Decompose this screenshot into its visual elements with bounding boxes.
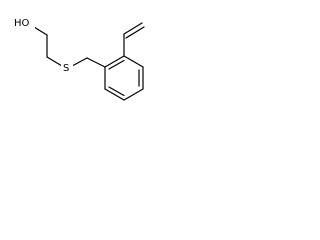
ring-double-inner-1 [108, 59, 125, 70]
ring-double-inner-3 [108, 86, 125, 97]
bond-o-c1 [33, 26, 48, 36]
structure-canvas: HO S [0, 0, 167, 127]
hydroxyl-label: HO [14, 18, 30, 29]
bond-vinyl-double-b [125, 26, 145, 39]
bond-c3-ring [86, 57, 106, 68]
ring-bond-5 [104, 88, 125, 101]
bond-c2-s [46, 56, 63, 67]
molecule-drawing: HO S [13, 15, 145, 101]
sulfur-label: S [63, 63, 69, 74]
ring-bond-4 [123, 88, 144, 101]
ring-bond-1 [104, 55, 125, 68]
ring-bond-2 [123, 55, 144, 68]
bond-vinyl-double-a [123, 22, 143, 35]
bond-s-c3 [71, 57, 88, 67]
